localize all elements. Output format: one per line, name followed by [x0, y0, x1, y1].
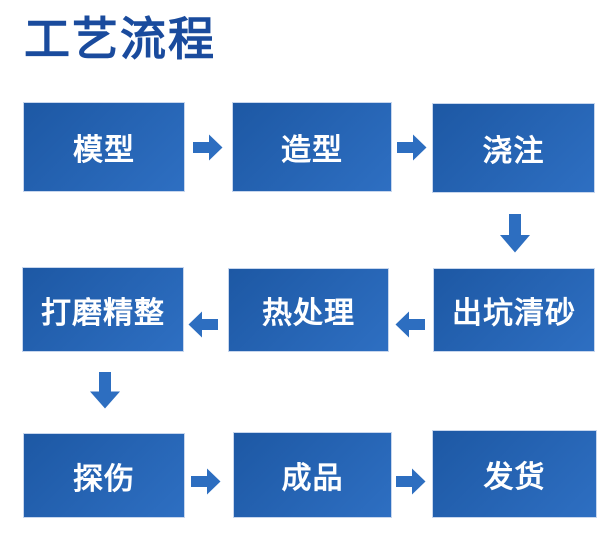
step-pouring-label: 浇注 [482, 135, 545, 168]
step-heat-treatment-label: 热处理 [262, 297, 355, 330]
arrow-right-icon [396, 467, 426, 496]
step-molding-label: 造型 [281, 134, 343, 167]
arrow-down-icon [90, 372, 120, 409]
arrow-right-icon [191, 467, 221, 496]
step-grinding-finishing: 打磨精整 [22, 267, 184, 352]
step-molding: 造型 [232, 102, 392, 192]
step-shipping: 发货 [432, 430, 597, 518]
step-flaw-detection-label: 探伤 [73, 462, 135, 496]
step-pit-sand-cleaning: 出坑清砂 [433, 268, 595, 352]
arrow-right-icon [397, 133, 427, 162]
step-model-label: 模型 [73, 134, 135, 167]
step-grinding-finishing-label: 打磨精整 [41, 296, 165, 330]
arrow-left-icon [395, 310, 425, 339]
arrow-down-icon [500, 214, 530, 253]
page-title: 工艺流程 [24, 12, 216, 66]
step-flaw-detection: 探伤 [23, 433, 185, 518]
step-pit-sand-cleaning-label: 出坑清砂 [452, 297, 576, 330]
step-finished-product: 成品 [233, 432, 392, 518]
arrow-right-icon [193, 133, 223, 162]
arrow-left-icon [188, 310, 218, 339]
step-finished-product-label: 成品 [281, 462, 344, 495]
step-model: 模型 [23, 102, 185, 192]
step-heat-treatment: 热处理 [228, 268, 389, 352]
step-pouring: 浇注 [432, 103, 595, 193]
step-shipping-label: 发货 [483, 461, 546, 494]
